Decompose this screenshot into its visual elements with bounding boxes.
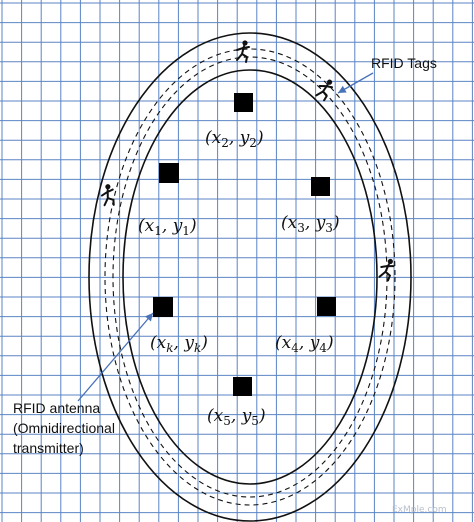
outer-boundary-ellipse [88, 32, 412, 522]
tag-path-outer-dashed [104, 48, 396, 506]
antenna-square-x2y2 [234, 93, 253, 112]
antenna-label-line3: transmitter) [13, 440, 84, 456]
antenna-square-x1y1 [159, 163, 179, 183]
node-label-x1y1: (x1, y1) [138, 216, 197, 238]
inner-boundary-ellipse [122, 69, 378, 485]
tag-path-inner-dashed [112, 56, 388, 498]
node-label-x4y4: (x4, y4) [275, 333, 334, 355]
running-person-icon [236, 40, 250, 63]
running-person-icon [315, 79, 334, 102]
rfid-tags-label: RFID Tags [371, 55, 437, 71]
antenna-square-xkyk [153, 297, 173, 317]
rfid-tags-arrow [337, 72, 374, 94]
antenna-square-x5y5 [233, 377, 252, 396]
antenna-label-line1: RFID antenna [13, 400, 100, 416]
watermark-text: ExMple.com [392, 505, 447, 515]
antenna-square-x4y4 [317, 297, 336, 316]
node-label-xkyk: (xk, yk) [150, 333, 208, 355]
node-label-x5y5: (x5, y5) [207, 406, 266, 428]
antenna-label-line2: (Omnidirectional [13, 420, 115, 436]
running-person-icon [378, 258, 395, 282]
node-label-x3y3: (x3, y3) [281, 213, 340, 235]
antenna-arrow [77, 312, 154, 402]
antenna-square-x3y3 [311, 177, 330, 196]
node-label-x2y2: (x2, y2) [205, 128, 264, 150]
running-person-icon [100, 184, 115, 207]
